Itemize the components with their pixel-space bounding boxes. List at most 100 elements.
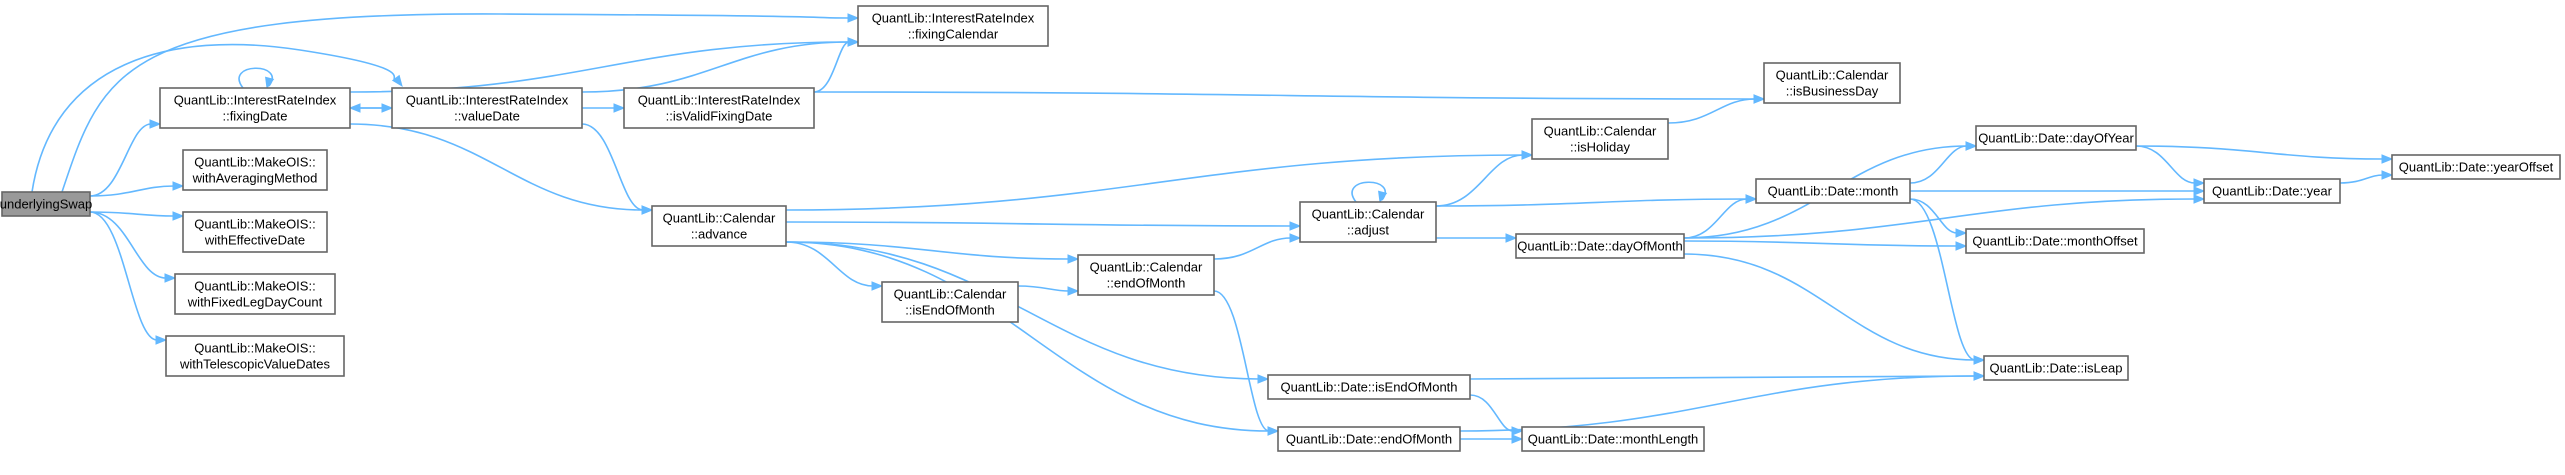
arrowhead-icon: [1505, 233, 1518, 243]
node-label: ::adjust: [1347, 223, 1389, 238]
edge-date-dayOfMonth-to-date-monthOffset: [1683, 240, 1968, 251]
edge-line: [1683, 198, 2196, 239]
edge-cal-isEndOfMonth-to-cal-endOfMonth: [1017, 285, 1080, 296]
node-box: [623, 87, 815, 129]
arrowhead-icon: [155, 335, 168, 345]
arrowhead-icon: [613, 103, 626, 113]
node-box: [2391, 154, 2561, 180]
edge-line: [31, 43, 399, 193]
node-date-endOfMonth[interactable]: QuantLib::Date::endOfMonth: [1277, 426, 1461, 452]
node-date-dayOfYear[interactable]: QuantLib::Date::dayOfYear: [1975, 125, 2137, 151]
node-date-monthOffset[interactable]: QuantLib::Date::monthOffset: [1965, 228, 2145, 254]
arrowhead-icon: [1973, 371, 1986, 381]
node-label: QuantLib::Date::isLeap: [1990, 361, 2123, 376]
node-iri-valueDate[interactable]: QuantLib::InterestRateIndex::valueDate: [391, 87, 583, 129]
edge-line: [2135, 145, 2196, 184]
arrowhead-icon: [1257, 374, 1270, 384]
edge-underlyingSwap-to-ois-withEffectiveDate: [89, 211, 185, 221]
edge-line: [2339, 174, 2384, 184]
edge-line: [813, 91, 1756, 100]
arrowhead-icon: [2193, 186, 2206, 196]
node-box: [174, 273, 336, 315]
arrowhead-icon: [1745, 194, 1758, 204]
node-box: [182, 211, 328, 253]
node-label: QuantLib::Date::monthOffset: [1972, 234, 2138, 249]
arrowhead-icon: [391, 74, 403, 88]
edge-iri-isValidFixingDate-to-cal-isBusinessDay: [813, 91, 1766, 104]
arrowhead-icon: [2381, 170, 2394, 180]
node-label: ::valueDate: [454, 109, 520, 124]
edge-line: [1213, 237, 1292, 260]
node-date-year[interactable]: QuantLib::Date::year: [2203, 178, 2341, 204]
node-label: QuantLib::Date::yearOffset: [2399, 160, 2554, 175]
node-label: QuantLib::Date::month: [1768, 184, 1899, 199]
node-iri-isValidFixingDate[interactable]: QuantLib::InterestRateIndex::isValidFixi…: [623, 87, 815, 129]
edge-line: [1909, 145, 1968, 184]
node-cal-isBusinessDay[interactable]: QuantLib::Calendar::isBusinessDay: [1763, 62, 1901, 104]
edge-line: [785, 221, 1292, 227]
edge-cal-adjust-to-date-dayOfMonth: [1435, 233, 1518, 243]
edge-iri-valueDate-to-iri-fixingCalendar: [581, 37, 860, 93]
arrowhead-icon: [265, 76, 275, 90]
edge-cal-endOfMonth-to-date-endOfMonth: [1213, 290, 1280, 436]
arrowhead-icon: [2193, 194, 2206, 204]
node-box: [1077, 254, 1215, 296]
edge-cal-adjust-to-date-month: [1435, 194, 1758, 207]
edge-line: [1213, 290, 1270, 432]
arrowhead-icon: [2193, 178, 2206, 188]
edge-underlyingSwap-to-iri-fixingDate: [89, 119, 162, 197]
arrowhead-icon: [641, 205, 654, 215]
node-ois-withAveragingMethod[interactable]: QuantLib::MakeOIS::withAveragingMethod: [182, 149, 328, 191]
edge-line: [1469, 394, 1514, 432]
node-box: [1531, 118, 1669, 160]
node-label: withTelescopicValueDates: [179, 357, 331, 372]
edge-iri-fixingDate-to-iri-fixingCalendar: [349, 37, 860, 93]
node-cal-endOfMonth[interactable]: QuantLib::Calendar::endOfMonth: [1077, 254, 1215, 296]
node-label: underlyingSwap: [0, 197, 92, 212]
node-box: [1763, 62, 1901, 104]
edge-line: [785, 241, 874, 287]
node-iri-fixingCalendar[interactable]: QuantLib::InterestRateIndex::fixingCalen…: [857, 5, 1049, 47]
node-box: [1267, 374, 1471, 400]
node-iri-fixingDate[interactable]: QuantLib::InterestRateIndex::fixingDate: [159, 87, 351, 129]
node-label: withFixedLegDayCount: [187, 295, 323, 310]
node-label: ::advance: [691, 227, 747, 242]
arrowhead-icon: [1289, 233, 1302, 243]
node-label: QuantLib::Calendar: [1090, 260, 1203, 275]
node-box: [857, 5, 1049, 47]
node-date-dayOfMonth[interactable]: QuantLib::Date::dayOfMonth: [1515, 233, 1685, 259]
nodes-layer: underlyingSwap QuantLib::InterestRateInde…: [0, 5, 2561, 452]
arrowhead-icon: [1378, 190, 1388, 204]
edge-cal-advance-to-date-isEndOfMonth: [785, 241, 1270, 384]
edge-date-isEndOfMonth-to-date-isLeap: [1469, 371, 1986, 381]
node-box: [165, 335, 345, 377]
node-label: withEffectiveDate: [204, 233, 305, 248]
node-cal-adjust[interactable]: QuantLib::Calendar::adjust: [1299, 201, 1437, 243]
edge-date-dayOfYear-to-date-year: [2135, 145, 2206, 188]
node-cal-isEndOfMonth[interactable]: QuantLib::Calendar::isEndOfMonth: [881, 281, 1019, 323]
edge-line: [1683, 253, 1976, 361]
edge-underlyingSwap-to-iri-valueDate: [31, 43, 403, 193]
node-cal-advance[interactable]: QuantLib::Calendar::advance: [651, 205, 787, 247]
arrowhead-icon: [1267, 426, 1280, 436]
node-date-monthLength[interactable]: QuantLib::Date::monthLength: [1521, 426, 1705, 452]
node-ois-withTelescopicValueDates[interactable]: QuantLib::MakeOIS::withTelescopicValueDa…: [165, 335, 345, 377]
edge-line: [2135, 145, 2384, 160]
node-date-isEndOfMonth[interactable]: QuantLib::Date::isEndOfMonth: [1267, 374, 1471, 400]
node-date-yearOffset[interactable]: QuantLib::Date::yearOffset: [2391, 154, 2561, 180]
node-underlyingSwap[interactable]: underlyingSwap: [0, 191, 92, 217]
edge-line: [1667, 98, 1756, 124]
edge-date-dayOfMonth-to-date-year: [1683, 194, 2206, 239]
edge-line: [89, 123, 152, 197]
node-date-isLeap[interactable]: QuantLib::Date::isLeap: [1983, 355, 2129, 381]
edge-line: [1017, 285, 1070, 292]
node-ois-withEffectiveDate[interactable]: QuantLib::MakeOIS::withEffectiveDate: [182, 211, 328, 253]
node-date-month[interactable]: QuantLib::Date::month: [1755, 178, 1911, 204]
node-label: QuantLib::InterestRateIndex: [406, 93, 569, 108]
node-cal-isHoliday[interactable]: QuantLib::Calendar::isHoliday: [1531, 118, 1669, 160]
edge-iri-fixingDate-to-iri-fixingDate: [238, 67, 275, 90]
edge-iri-valueDate-to-iri-isValidFixingDate: [581, 103, 626, 113]
node-ois-withFixedLegDayCount[interactable]: QuantLib::MakeOIS::withFixedLegDayCount: [174, 273, 336, 315]
arrowhead-icon: [172, 211, 185, 221]
node-label: QuantLib::Date::dayOfMonth: [1517, 239, 1682, 254]
